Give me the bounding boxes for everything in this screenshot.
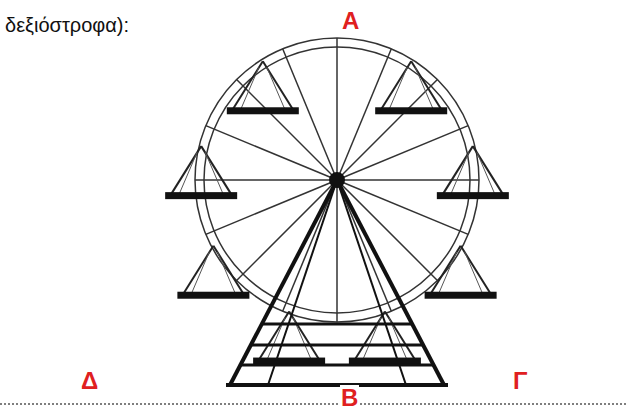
gondolas xyxy=(165,61,509,364)
spoke xyxy=(337,126,468,180)
gondola xyxy=(425,246,497,299)
spoke xyxy=(283,49,337,180)
wheel-rim-outer xyxy=(195,38,479,322)
spokes xyxy=(195,38,479,322)
gondola xyxy=(375,61,447,114)
spoke xyxy=(337,80,437,180)
ground-line xyxy=(0,403,626,405)
spoke xyxy=(237,180,337,280)
gondola xyxy=(437,146,509,199)
spoke xyxy=(195,179,337,181)
gondola xyxy=(227,61,299,114)
spoke xyxy=(337,180,437,280)
support-frame xyxy=(226,180,448,385)
wheel-hub xyxy=(329,172,345,188)
spoke xyxy=(336,180,338,322)
point-label: Α xyxy=(341,8,360,34)
point-label: Δ xyxy=(80,368,99,394)
gondola xyxy=(165,146,237,199)
spoke xyxy=(337,179,479,181)
point-label: Γ xyxy=(512,368,528,394)
spoke xyxy=(206,180,337,234)
point-label: Β xyxy=(340,385,359,411)
spoke xyxy=(336,38,338,180)
spoke xyxy=(237,80,337,180)
gondola xyxy=(177,246,249,299)
instruction-text: δεξιόστροφα): xyxy=(4,14,130,36)
